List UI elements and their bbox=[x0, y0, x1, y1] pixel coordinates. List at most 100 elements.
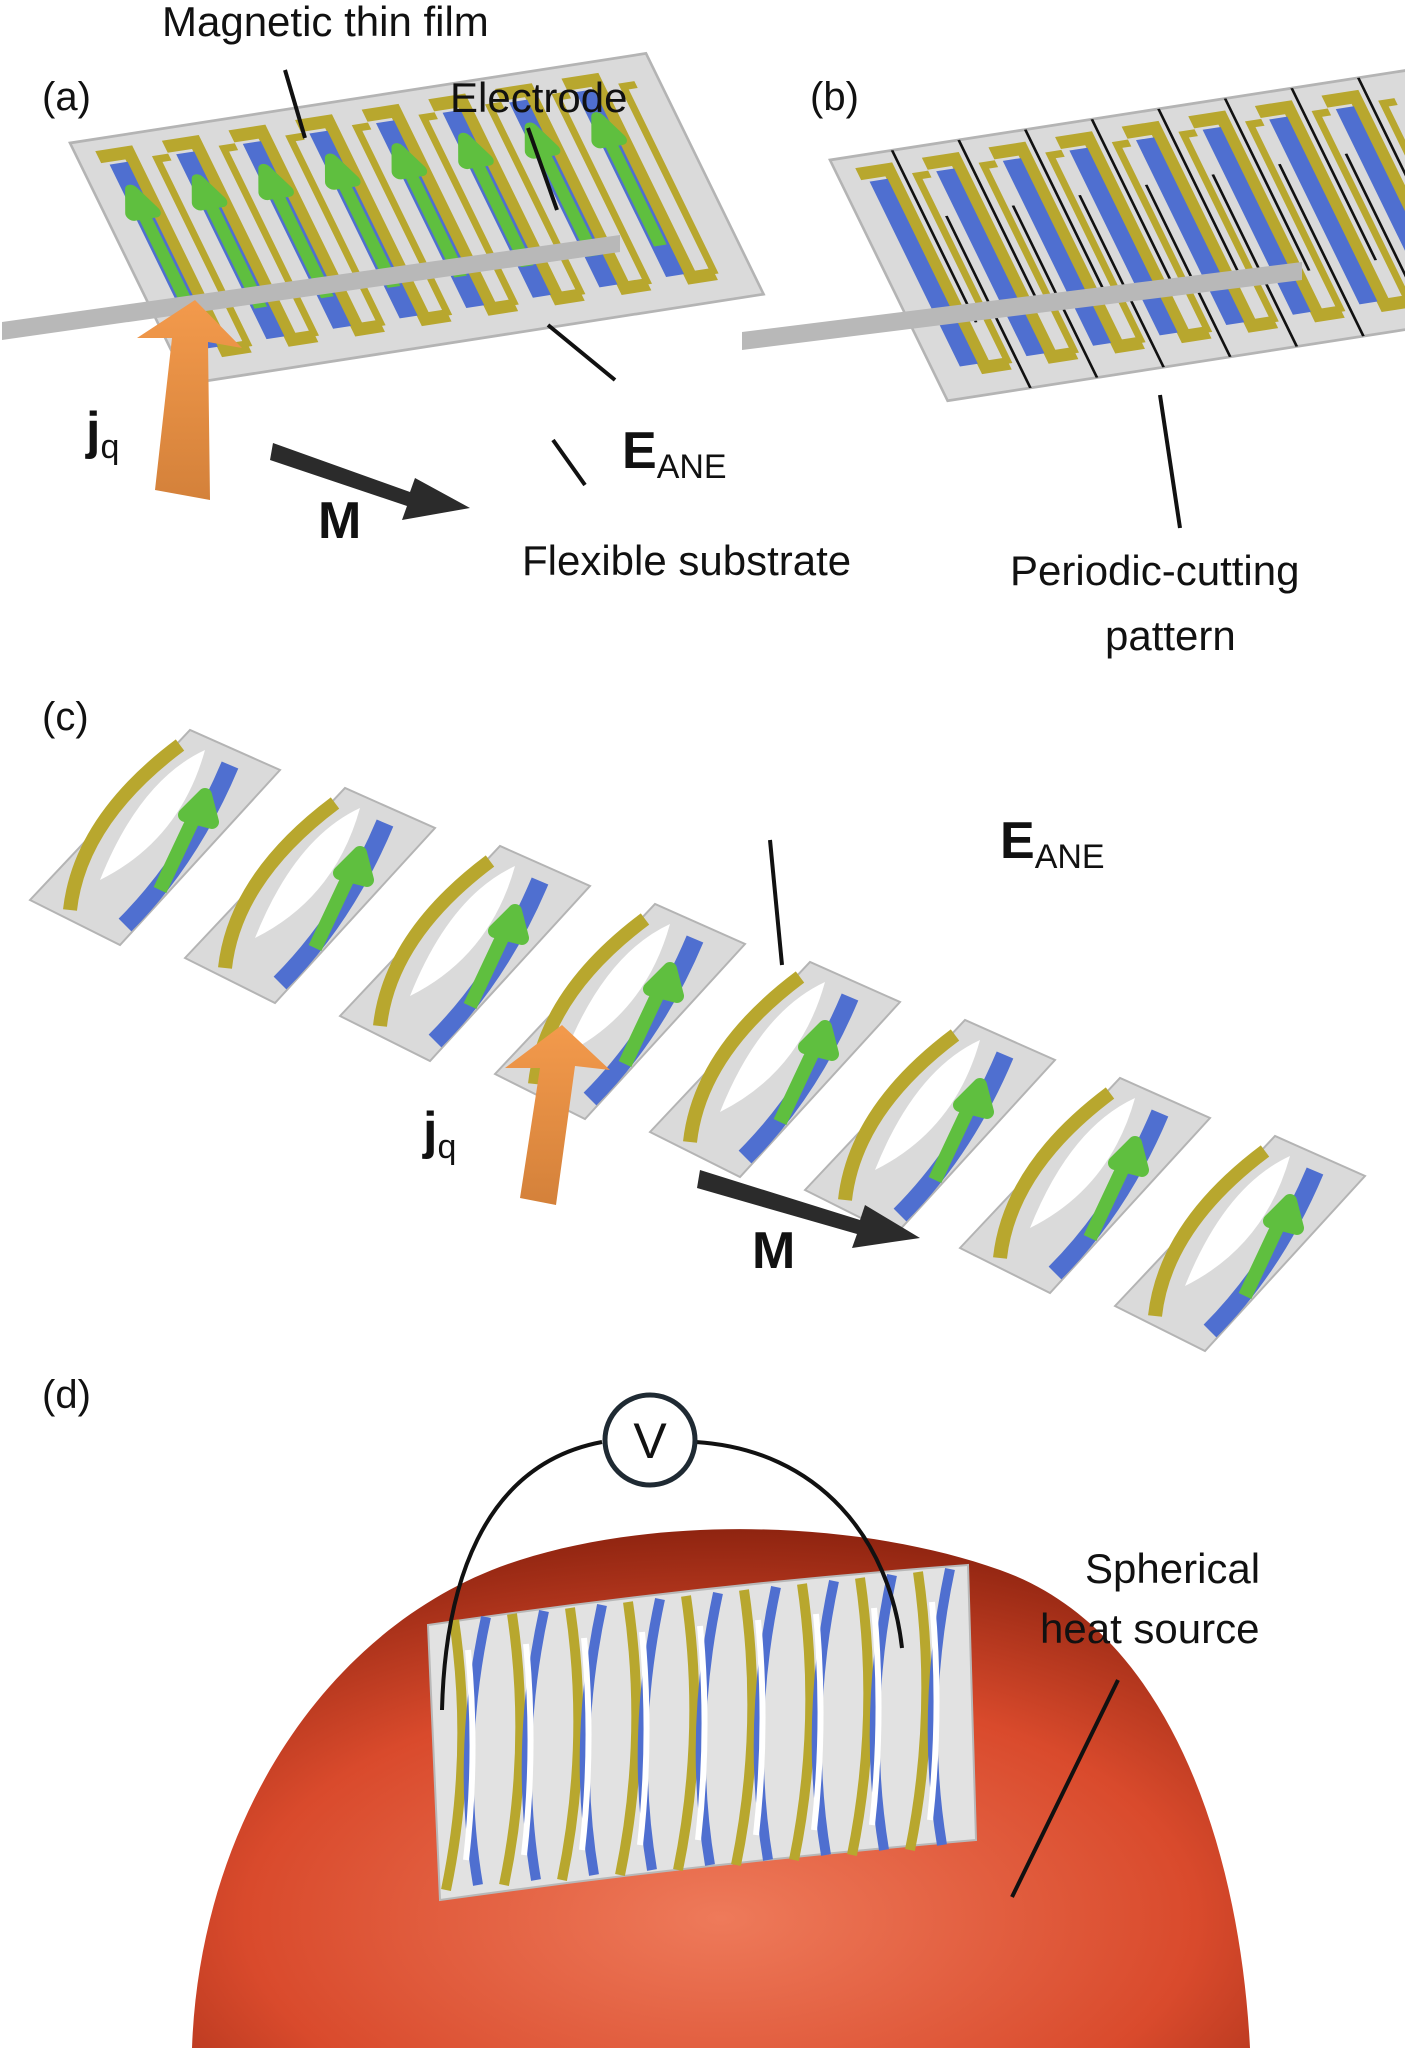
electrode-segment bbox=[789, 1583, 816, 1861]
cut-line bbox=[1344, 153, 1405, 326]
electrode-segment bbox=[561, 72, 718, 285]
magnetic-film-strip bbox=[869, 1573, 897, 1851]
panel-d-label: (d) bbox=[42, 1373, 91, 1417]
e-ane-arrow bbox=[258, 163, 334, 299]
electrode-segment bbox=[1055, 131, 1212, 344]
wire-right bbox=[695, 1440, 904, 1649]
spherical-heat-source-label: Spherical bbox=[1085, 1545, 1260, 1592]
cut-line bbox=[1211, 174, 1299, 347]
lattice-opening bbox=[410, 866, 515, 996]
electrode-segment bbox=[838, 1029, 960, 1201]
electrode-segment bbox=[1321, 89, 1405, 302]
voltmeter-icon bbox=[602, 1392, 698, 1488]
lattice-opening bbox=[637, 1631, 650, 1846]
magnetic-film-strip bbox=[521, 1609, 549, 1881]
cut-line bbox=[1011, 205, 1099, 378]
magnetic-film-strip bbox=[811, 1579, 839, 1856]
electrode-segment bbox=[557, 1607, 584, 1882]
panel-b-label: (b) bbox=[810, 75, 859, 119]
electrode-segment bbox=[673, 1595, 700, 1872]
substrate-edge bbox=[742, 262, 1302, 350]
e-ane-arrow bbox=[773, 1020, 839, 1125]
electrode-segment bbox=[295, 114, 452, 327]
electrode-segment bbox=[218, 797, 340, 969]
e-ane-arrow bbox=[458, 132, 534, 268]
curved-device bbox=[426, 1563, 978, 1902]
panel-b-device bbox=[828, 68, 1405, 403]
heat-current-arrow bbox=[137, 300, 242, 500]
electrode-segment bbox=[911, 170, 1013, 365]
magnetic-thin-film-label: Magnetic thin film bbox=[162, 0, 489, 45]
panel-d: (d) V Spherical heat source bbox=[42, 1373, 1260, 2048]
electrode-segment bbox=[218, 143, 320, 337]
lattice-opening bbox=[579, 1637, 592, 1851]
panel-c: (c) EANE jq M bbox=[28, 695, 1367, 1353]
flexible-substrate-label: Flexible substrate bbox=[522, 537, 851, 584]
e-ane-label-c: EANE bbox=[1000, 812, 1105, 876]
e-ane-arrow bbox=[928, 1078, 994, 1183]
electrode-segment bbox=[285, 132, 386, 327]
lattice-opening bbox=[565, 924, 670, 1054]
electrode-segment bbox=[361, 103, 519, 316]
electrode-segment bbox=[618, 81, 719, 275]
leader-line bbox=[546, 323, 617, 382]
electrode-segment bbox=[683, 971, 805, 1143]
electrode-segment bbox=[484, 101, 586, 296]
magnetic-film-strip bbox=[753, 1585, 781, 1861]
e-ane-arrow bbox=[618, 962, 684, 1067]
electrode-segment bbox=[993, 1087, 1115, 1259]
magnetization-label: M bbox=[318, 492, 361, 550]
electrode-segment bbox=[418, 112, 519, 306]
electrode-segment bbox=[1244, 118, 1346, 313]
e-ane-arrow bbox=[308, 846, 374, 951]
electrode-segment bbox=[731, 1589, 758, 1866]
leader-line bbox=[1158, 394, 1182, 529]
heat-current-label-c: jq bbox=[422, 1102, 456, 1166]
panel-b: (b) Periodic-cutting pattern bbox=[742, 68, 1405, 659]
electrode-segment bbox=[978, 160, 1080, 354]
lattice-opening bbox=[1030, 1098, 1135, 1228]
magnetic-film-strip bbox=[463, 1615, 491, 1886]
cut-line bbox=[890, 150, 978, 323]
lattice-opening bbox=[100, 750, 205, 880]
heat-current-label: jq bbox=[85, 402, 119, 466]
leader-line bbox=[551, 438, 587, 487]
electrode-segment bbox=[855, 162, 1012, 375]
cut-line bbox=[1356, 77, 1405, 251]
magnetic-film-strip bbox=[1335, 106, 1405, 294]
electrode-segment bbox=[847, 1577, 874, 1856]
panel-a-label: (a) bbox=[42, 75, 91, 119]
lattice-opening bbox=[695, 1625, 708, 1841]
lattice-opening bbox=[255, 808, 360, 938]
e-ane-arrow bbox=[391, 143, 467, 278]
e-ane-arrow bbox=[591, 112, 667, 247]
electrode-segment bbox=[1188, 110, 1345, 323]
magnetization-arrow bbox=[270, 443, 470, 520]
electrode-segment bbox=[1045, 149, 1146, 344]
voltmeter-label: V bbox=[633, 1413, 667, 1469]
electrode-segment bbox=[1111, 139, 1213, 334]
electrode-segment bbox=[161, 135, 319, 347]
cut-line bbox=[1144, 184, 1232, 358]
electrode-segment bbox=[988, 141, 1145, 354]
cut-line bbox=[1157, 108, 1244, 282]
magnetic-film-strip bbox=[1269, 116, 1378, 305]
strip-array bbox=[441, 1567, 955, 1892]
leader-line bbox=[768, 839, 784, 966]
electrode-segment bbox=[551, 91, 653, 285]
magnetic-film-strip bbox=[695, 1591, 723, 1866]
electrode-segment bbox=[499, 1613, 526, 1887]
cut-line bbox=[1090, 119, 1178, 292]
e-ane-arrow bbox=[1083, 1136, 1149, 1241]
lattice-opening bbox=[753, 1619, 766, 1836]
substrate-edge bbox=[2, 235, 620, 340]
magnetization-arrow bbox=[697, 1170, 920, 1248]
leader-line bbox=[283, 69, 307, 139]
cut-line bbox=[1290, 87, 1378, 261]
e-ane-arrow bbox=[324, 153, 401, 288]
periodic-cutting-label: Periodic-cutting bbox=[1010, 547, 1299, 594]
e-ane-arrow bbox=[1238, 1194, 1304, 1299]
magnetic-film-strip bbox=[637, 1597, 665, 1871]
stretched-device bbox=[28, 728, 1367, 1353]
